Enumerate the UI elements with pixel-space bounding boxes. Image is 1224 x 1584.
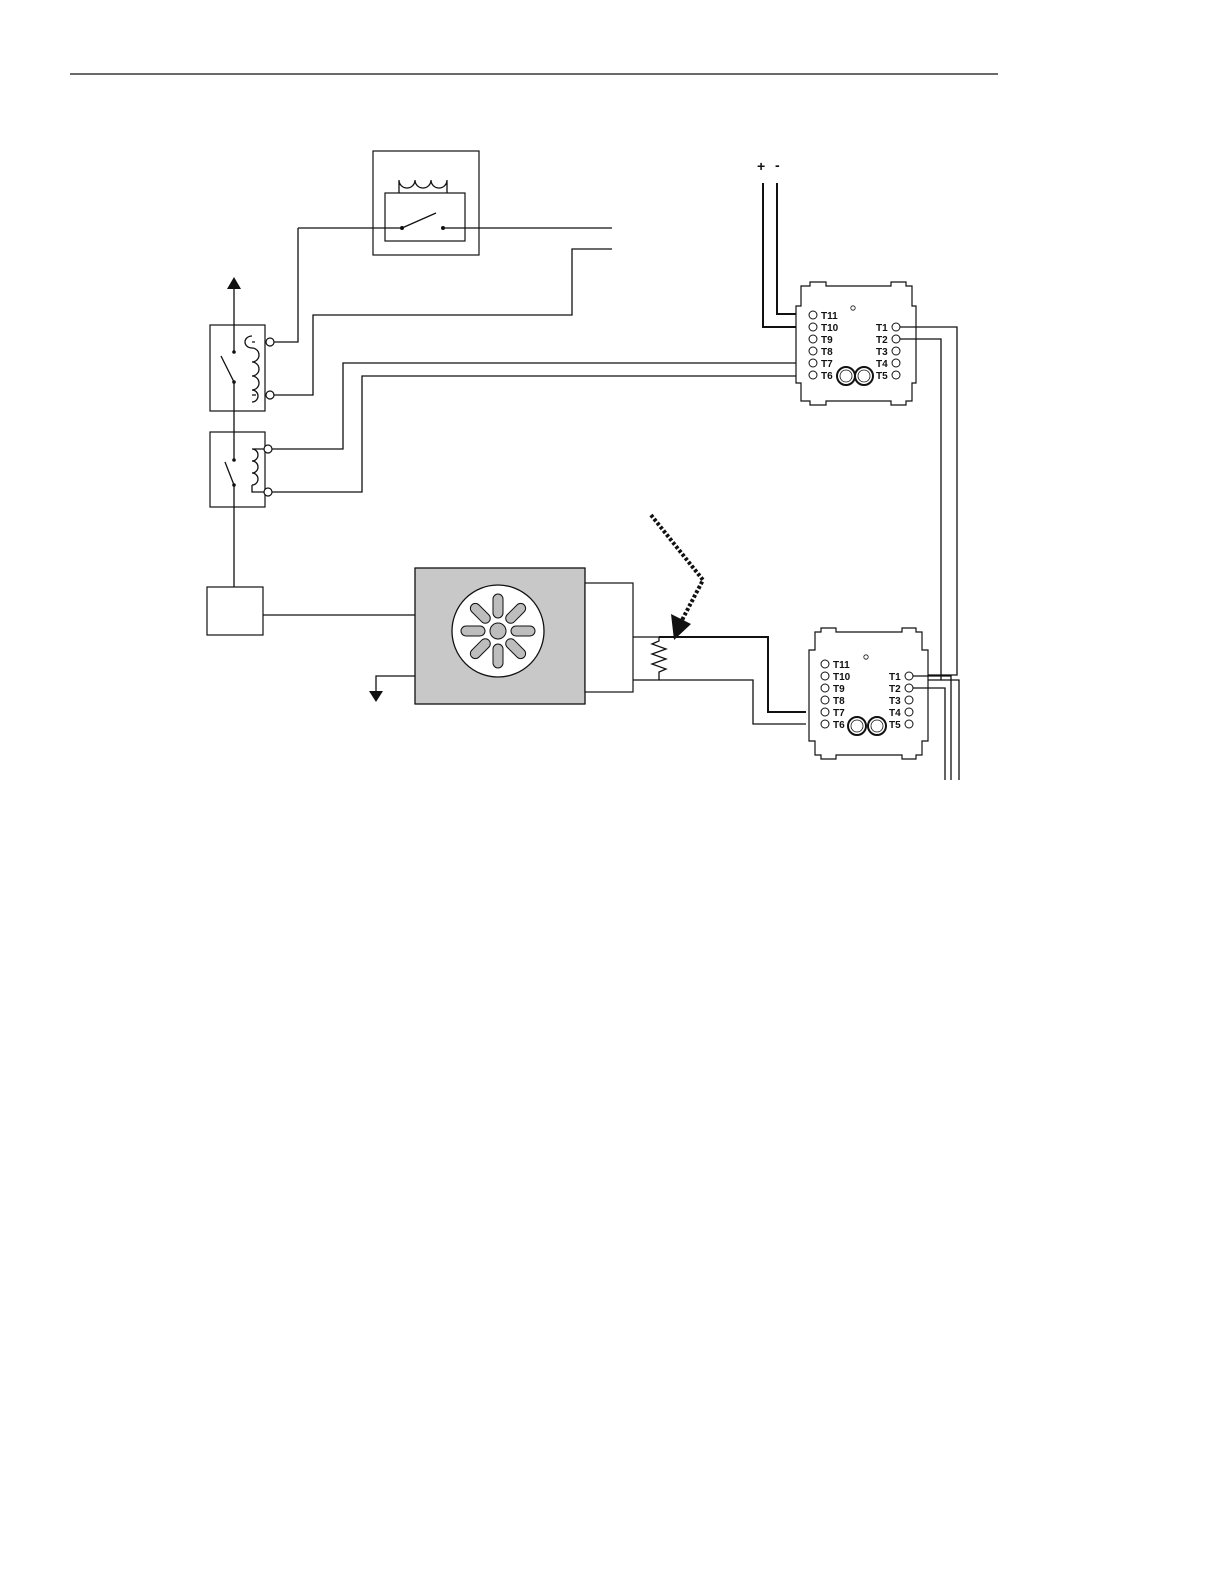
wire-relay2-to-t6 [272,376,806,492]
top-term-t9: T9 [821,335,833,346]
minus-label: - [775,157,780,173]
wire-bottom-right-loop [941,680,959,780]
down-arrow-icon [369,676,415,702]
top-term-t1: T1 [876,323,888,334]
wire-relay1-coil-top [270,228,298,342]
top-term-t5: T5 [876,371,888,382]
top-term-t2: T2 [876,335,888,346]
resistor-icon [633,637,806,724]
plus-label: + [757,158,765,174]
bottom-term-t9: T9 [833,684,845,695]
top-term-t3: T3 [876,347,888,358]
module-bottom: T11 T10 T9 T8 T7 T6 T1 T2 T3 T4 T5 [809,628,928,759]
bottom-term-t3: T3 [889,696,901,707]
pointer-arrow-icon [651,515,703,640]
bottom-term-t2: T2 [889,684,901,695]
up-arrow-icon [227,277,241,325]
bottom-term-t7: T7 [833,708,845,719]
bottom-term-t5: T5 [889,720,901,731]
relay-1 [210,325,274,411]
bottom-term-t4: T4 [889,708,901,719]
bottom-term-t11: T11 [833,660,850,671]
top-term-t11: T11 [821,311,838,322]
fan-motor-unit [415,568,633,704]
module-top: T11 T10 T9 T8 T7 T6 T1 T2 T3 T4 T5 [796,282,916,405]
wire-stub-lower [270,249,612,395]
bottom-term-t6: T6 [833,720,845,731]
enclosure-relay [298,151,612,255]
top-term-t10: T10 [821,323,839,334]
bottom-term-t10: T10 [833,672,851,683]
bottom-term-t8: T8 [833,696,845,707]
relay-2 [210,411,272,507]
top-term-t4: T4 [876,359,888,370]
top-term-t7: T7 [821,359,833,370]
power-supply-box [207,587,263,635]
bottom-term-t1: T1 [889,672,901,683]
top-term-t6: T6 [821,371,833,382]
top-term-t8: T8 [821,347,833,358]
